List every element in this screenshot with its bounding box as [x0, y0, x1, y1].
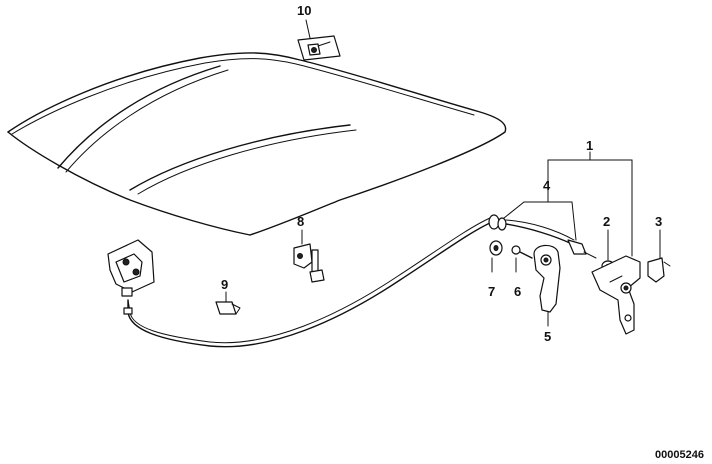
callout-10: 10 [297, 3, 311, 18]
part-5-release-lever[interactable] [533, 244, 561, 327]
callout-5: 5 [544, 329, 551, 344]
callout-9: 9 [221, 277, 228, 292]
part-7-grommet[interactable] [489, 240, 503, 273]
callout-6: 6 [514, 284, 521, 299]
callout-4: 4 [543, 178, 551, 193]
part-10-hood-buffer[interactable] [297, 35, 341, 61]
cable-end-grommet [488, 214, 597, 259]
part-1-safety-catch[interactable] [591, 255, 641, 335]
callout-1: 1 [586, 138, 593, 153]
part-9-cable-clip[interactable] [215, 301, 241, 315]
hood-panel [7, 52, 507, 236]
callout-2: 2 [603, 214, 610, 229]
callout-8: 8 [297, 214, 304, 229]
diagram-reference-number: 00005246 [655, 449, 704, 461]
part-3-clip[interactable] [647, 257, 671, 283]
hood-lock[interactable] [107, 239, 155, 297]
leader-lines [225, 19, 661, 303]
release-cable [123, 217, 493, 348]
part-8-support-bracket[interactable] [293, 243, 325, 283]
callout-7: 7 [488, 284, 495, 299]
callout-3: 3 [655, 214, 662, 229]
part-6-screw[interactable] [511, 245, 533, 273]
